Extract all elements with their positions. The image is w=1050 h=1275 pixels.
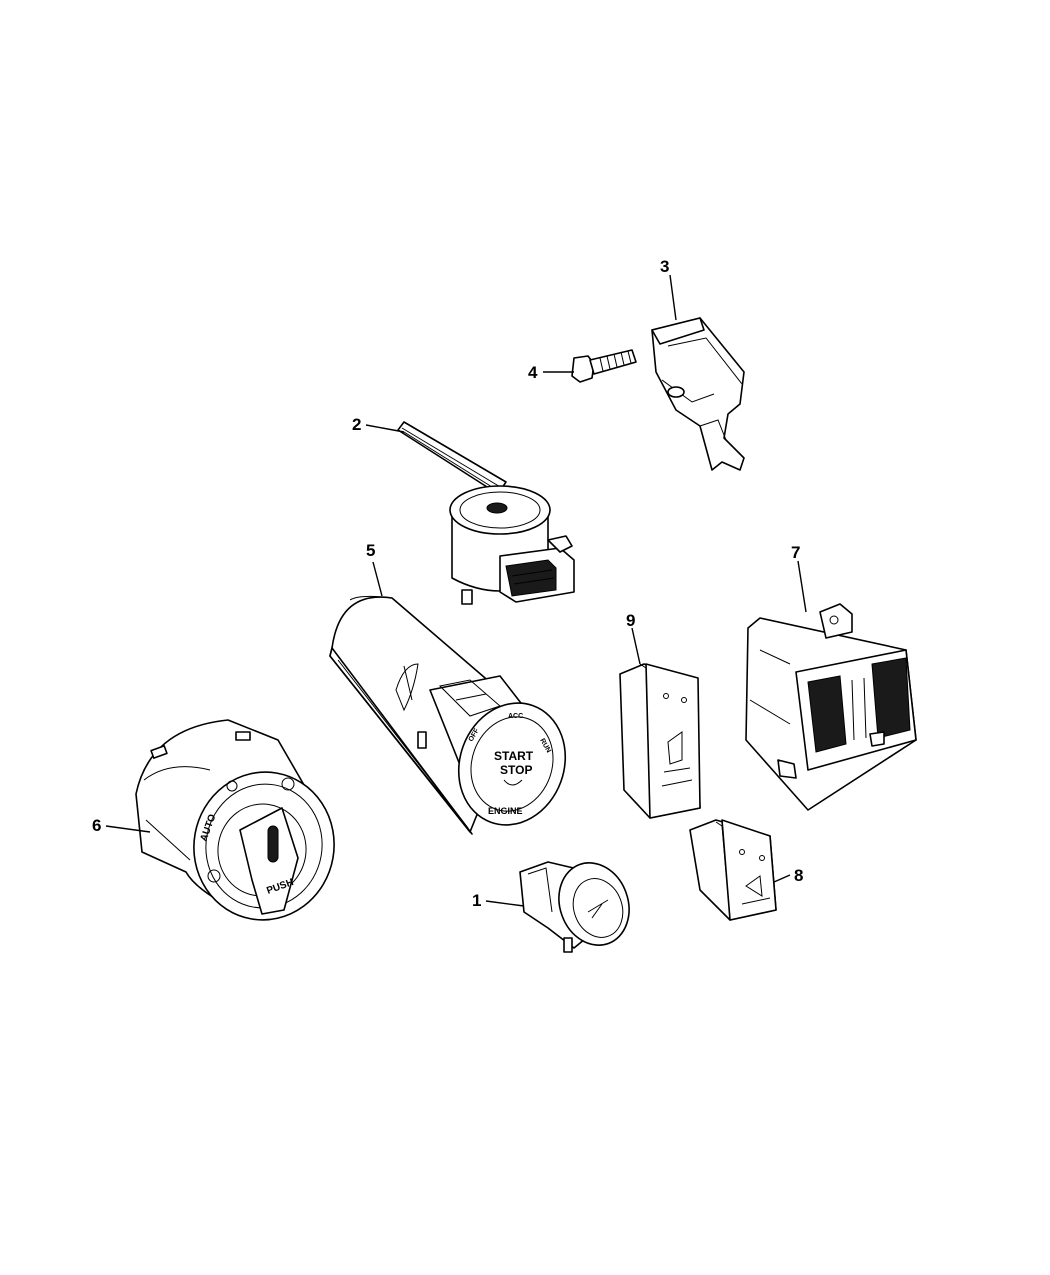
callout-8: 8 [794,866,803,885]
part-3-bracket [651,317,745,471]
part-6-headlamp-switch: AUTO PUSH [135,719,335,921]
callout-3: 3 [660,257,669,276]
part-2-ignition-antenna [397,421,575,605]
engine-ring-text: ENGINE [488,806,523,816]
part-8-seat-heat-switch [689,819,777,921]
callout-leaders [105,274,807,907]
part-7-switch-bank [745,603,917,811]
callout-7: 7 [791,543,800,562]
callout-5: 5 [366,541,375,560]
callout-4: 4 [528,363,538,382]
part-4-bolt [571,349,637,383]
part-1-switch [519,861,630,953]
acc-ring-text: ACC [508,713,523,720]
callout-9: 9 [626,611,635,630]
callout-1: 1 [472,891,481,910]
engine-start-text: START [494,749,534,763]
callout-numbers: 1 2 3 4 5 6 7 8 9 [92,257,803,910]
callout-2: 2 [352,415,361,434]
part-9-seat-heat-switch [619,663,701,819]
part-5-engine-start-stop: START STOP ENGINE OFF ACC RUN [329,595,567,835]
callout-6: 6 [92,816,101,835]
engine-stop-text: STOP [500,763,532,777]
